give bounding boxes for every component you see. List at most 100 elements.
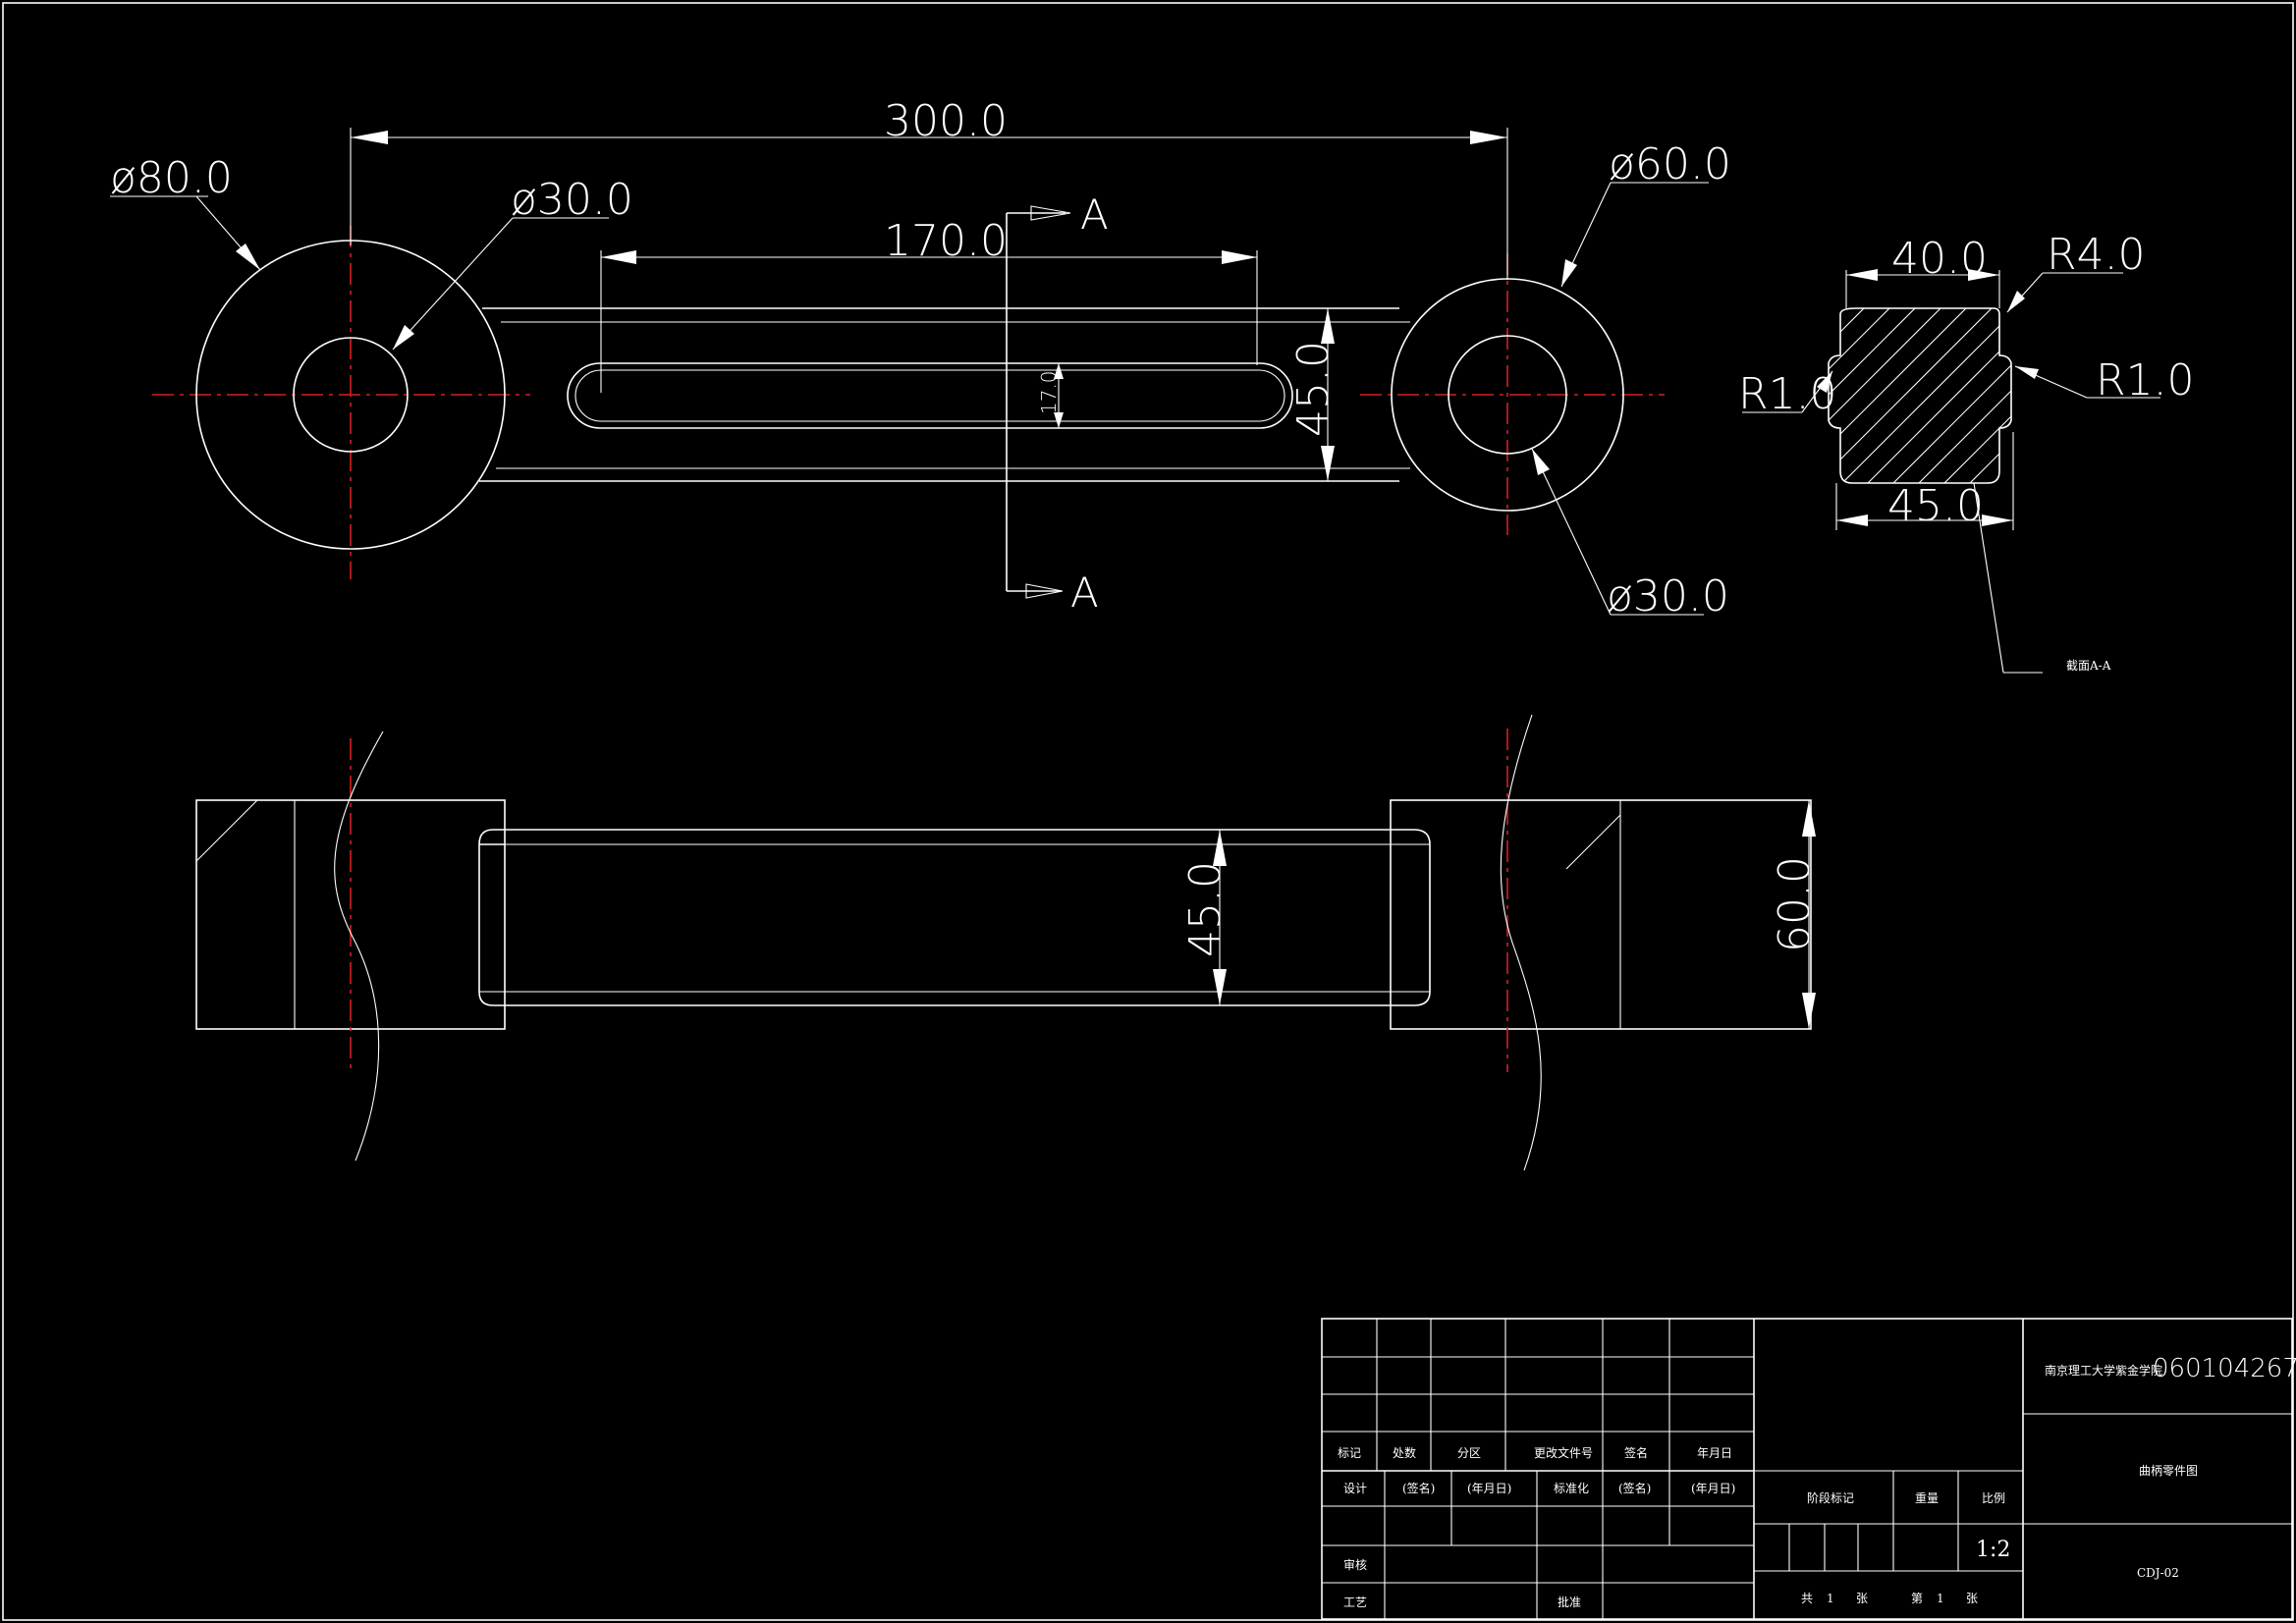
tb-student-id: 060104267 <box>2153 1354 2296 1383</box>
slot-outline <box>567 362 1293 429</box>
tb-label-date: 年月日 <box>1697 1446 1732 1460</box>
tb-review-label: 审核 <box>1343 1557 1367 1572</box>
hatch-line <box>1829 308 1981 483</box>
left-boss-chamfer <box>195 799 258 862</box>
beam-outline <box>478 829 1431 1006</box>
title-block: 标记 处数 分区 更改文件号 签名 年月日 设计 (签名) (年月日) 标准化 … <box>1321 1318 2296 1620</box>
tb-approve-label: 批准 <box>1558 1595 1581 1609</box>
tb-design-date: (年月日) <box>1467 1482 1511 1495</box>
dim-45-sec-arrow-left <box>1836 514 1868 526</box>
tb-scale-value: 1:2 <box>1976 1538 2010 1562</box>
tb-weight-label: 重量 <box>1915 1491 1939 1505</box>
leader-r1l-arrow <box>1817 371 1832 393</box>
section-arrow-bottom-head <box>1025 583 1064 599</box>
tb-standard-label: 标准化 <box>1554 1482 1589 1495</box>
leader-60-arrow <box>1561 259 1577 287</box>
tb-standard-date: (年月日) <box>1691 1482 1735 1495</box>
tb-stage-label: 阶段标记 <box>1807 1490 1854 1505</box>
leader-30r-arrow <box>1532 449 1550 475</box>
dim-front-boss-height: 60.0 <box>1770 856 1820 952</box>
dim-section-fillet-left: R1.0 <box>1738 369 1837 419</box>
section-arrow-top-head <box>1030 205 1071 221</box>
dim-60-arrow-top <box>1802 800 1816 837</box>
leader-30l-arrow <box>393 325 414 350</box>
dim-big-end-bore: ø30.0 <box>511 175 633 225</box>
dim-section-top-width: 40.0 <box>1891 234 1988 284</box>
dim-big-end-outer: ø80.0 <box>110 153 233 203</box>
dim-170-arrow-right <box>1222 250 1257 264</box>
leader-30r-line <box>1531 448 1612 616</box>
small-end-bore-circle <box>1448 335 1567 455</box>
dim-section-bottom-width: 45.0 <box>1887 481 1984 531</box>
leader-r4-arrow <box>2007 291 2025 312</box>
tb-label-zone: 分区 <box>1457 1446 1481 1460</box>
leader-r1r-arrow <box>2015 366 2039 379</box>
slot-inner-outline <box>574 369 1285 422</box>
hatch-line <box>1829 308 1955 483</box>
dim-beam-width: 45.0 <box>1288 341 1339 437</box>
hatch-line <box>1829 308 1904 483</box>
title-block-frame <box>1321 1318 2293 1620</box>
dim-small-end-bore: ø30.0 <box>1607 571 1729 622</box>
hatch-line <box>1829 308 1879 483</box>
dim-40-arrow-left <box>1846 269 1878 281</box>
right-boss <box>1390 799 1812 1030</box>
tb-label-count: 处数 <box>1393 1445 1416 1460</box>
tb-sheet-no: 1 <box>1937 1592 1944 1605</box>
tb-sheet-total: 1 <box>1827 1592 1834 1605</box>
hatch-line <box>1859 308 2011 483</box>
tb-scale-label: 比例 <box>1982 1491 2005 1505</box>
dim-section-fillet-right: R1.0 <box>2096 355 2195 406</box>
section-caption-leader <box>1973 482 2004 674</box>
left-break-line <box>334 730 384 1162</box>
tb-label-mark: 标记 <box>1338 1446 1361 1460</box>
section-view-a-a: 40.0 45.0 R4.0 R1.0 R1.0 截面A-A <box>1738 230 2195 674</box>
dim-17-arrow-bottom <box>1054 412 1064 428</box>
dim-front-beam-height: 45.0 <box>1180 861 1230 957</box>
hatch-line <box>1829 308 2006 483</box>
dim-small-end-outer: ø60.0 <box>1609 139 1731 189</box>
dim-45-top-arrow-top <box>1321 308 1335 344</box>
right-boss-chamfer <box>1565 814 1621 870</box>
section-mark-top: A <box>1080 190 1109 239</box>
section-caption: 截面A-A <box>2066 659 2111 673</box>
hatch-line <box>1936 308 2011 483</box>
leader-30l-line <box>392 217 514 351</box>
tb-part-name: 曲柄零件图 <box>2139 1464 2198 1478</box>
dim-40-arrow-right <box>1968 269 1999 281</box>
tb-label-sign: 签名 <box>1624 1445 1648 1460</box>
hatch-line <box>1829 308 1930 483</box>
tb-standard-sign: (签名) <box>1618 1481 1651 1495</box>
tb-drawing-no: CDJ-02 <box>2137 1566 2179 1580</box>
tb-process-label: 工艺 <box>1343 1596 1367 1609</box>
tb-sheet-no-prefix: 第 <box>1911 1592 1923 1605</box>
hatch-line <box>1833 308 2011 483</box>
dim-section-corner-radius: R4.0 <box>2047 230 2146 280</box>
tb-org: 南京理工大学紫金学院 <box>2045 1363 2162 1378</box>
tb-label-change-doc: 更改文件号 <box>1534 1445 1593 1460</box>
leader-80-arrow <box>236 243 260 270</box>
top-view: A A 300.0 170.0 17.0 45.0 ø80.0 <box>110 96 1731 622</box>
hatch-line <box>1910 308 2011 483</box>
right-break-line <box>1500 714 1542 1171</box>
tb-sheet-no-suffix: 张 <box>1966 1592 1978 1605</box>
dim-170-arrow-left <box>601 250 636 264</box>
dim-slot-length: 170.0 <box>884 216 1008 266</box>
dim-300-arrow-left <box>351 131 388 144</box>
dim-overall-length: 300.0 <box>884 96 1008 146</box>
hatch-line <box>1885 308 2011 483</box>
dim-45-front-arrow-top <box>1213 830 1227 866</box>
big-end-bore-circle <box>293 337 409 453</box>
section-mark-bottom: A <box>1070 568 1099 617</box>
tb-design-sign: (签名) <box>1402 1481 1435 1495</box>
tb-sheet-total-suffix: 张 <box>1856 1592 1868 1605</box>
hatch-line <box>1961 308 2011 483</box>
dim-60-arrow-bottom <box>1802 993 1816 1029</box>
dim-45-sec-arrow-right <box>1982 514 2013 526</box>
dim-45-top-arrow-bottom <box>1321 446 1335 481</box>
tb-sheet-total-prefix: 共 <box>1801 1592 1813 1605</box>
section-hatching <box>1829 308 2011 483</box>
tb-design-label: 设计 <box>1343 1482 1367 1495</box>
